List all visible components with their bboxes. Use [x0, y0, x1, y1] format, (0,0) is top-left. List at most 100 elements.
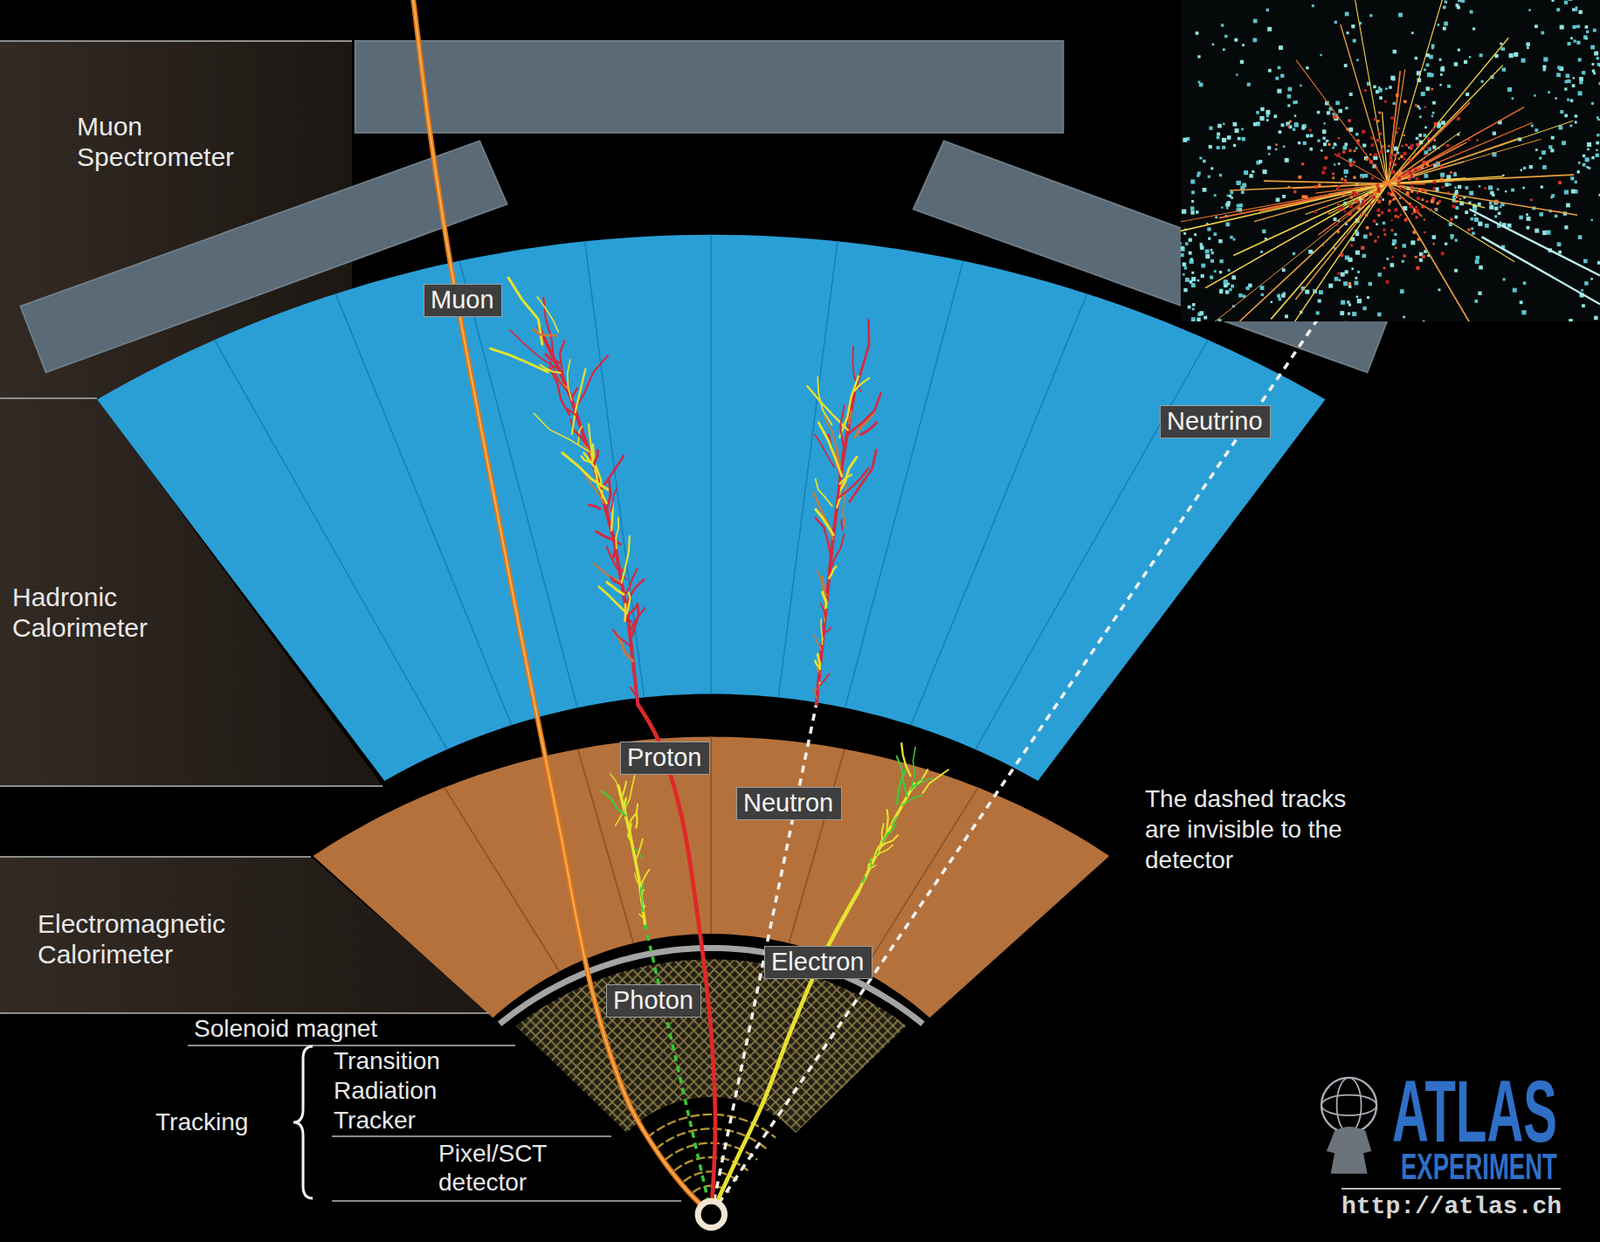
- shower-branch: [910, 746, 916, 789]
- hit-dot: [1457, 48, 1461, 52]
- hit-dot: [1559, 110, 1564, 114]
- hit-dot: [1255, 121, 1260, 125]
- hit-dot: [1454, 215, 1458, 220]
- particle-tag: Neutrino: [1159, 405, 1271, 439]
- inset-ground: [1180, 0, 1600, 322]
- energy-dot: [1393, 163, 1397, 166]
- hit-dot: [1234, 38, 1238, 42]
- hit-dot: [1287, 94, 1292, 99]
- pixel-layers: [647, 1114, 776, 1193]
- hit-dot: [1434, 207, 1439, 212]
- shower-branch: [862, 876, 865, 883]
- energy-dot: [1427, 137, 1430, 140]
- hit-dot: [1448, 183, 1452, 187]
- energy-dot: [1411, 212, 1414, 215]
- hit-dot: [1582, 163, 1587, 167]
- energy-dot: [1438, 200, 1442, 203]
- shower-branch: [593, 563, 622, 582]
- energy-dot: [1378, 138, 1381, 142]
- hit-dot: [1196, 317, 1200, 322]
- hit-dot: [1574, 8, 1578, 12]
- hit-dot: [1224, 34, 1228, 38]
- energy-dot: [1388, 154, 1393, 159]
- energy-dot: [1394, 214, 1398, 218]
- hit-dot: [1265, 110, 1270, 115]
- hit-dot: [1182, 273, 1186, 276]
- hit-dot: [1510, 188, 1515, 193]
- hit-dot: [1580, 289, 1584, 292]
- globe-meridian: [1337, 1077, 1362, 1133]
- muon-ray: [1481, 236, 1600, 304]
- energy-dot: [1377, 213, 1380, 217]
- energy-dot: [1403, 188, 1407, 192]
- hit-dot: [1477, 202, 1482, 207]
- energy-dot: [1433, 186, 1436, 190]
- energy-dot: [1403, 100, 1407, 104]
- hit-dot: [1276, 89, 1282, 94]
- hit-dot: [1440, 67, 1445, 72]
- hit-dot: [1564, 0, 1568, 5]
- hit-dot: [1556, 72, 1561, 77]
- hit-dot: [1596, 56, 1600, 60]
- track-ray: [1387, 183, 1480, 322]
- hit-dot: [1241, 183, 1247, 188]
- hit-dot: [1305, 66, 1309, 69]
- hit-dot: [1183, 232, 1187, 235]
- hit-dot: [1347, 312, 1351, 316]
- energy-dot: [1369, 203, 1373, 207]
- hit-dot: [1441, 120, 1446, 125]
- hit-dot: [1420, 91, 1426, 97]
- shower-branch: [533, 413, 589, 452]
- hit-dot: [1559, 25, 1565, 30]
- energy-dot: [1371, 137, 1373, 139]
- hit-dot: [1333, 142, 1337, 145]
- energy-dot: [1417, 237, 1421, 241]
- energy-dot: [1420, 187, 1425, 192]
- shower-branch: [613, 551, 615, 558]
- hit-dot: [1590, 45, 1595, 50]
- hit-dot: [1564, 225, 1568, 229]
- hit-dot: [1219, 290, 1223, 295]
- hit-dot: [1213, 232, 1217, 236]
- energy-dot: [1390, 116, 1394, 119]
- energy-dot: [1317, 183, 1321, 187]
- track-ray: [1354, 0, 1388, 184]
- energy-dot: [1397, 215, 1400, 219]
- label-text: Neutrino: [1166, 406, 1264, 436]
- hit-dot: [1443, 21, 1449, 27]
- hit-dot: [1292, 252, 1296, 256]
- hit-dot: [1591, 102, 1594, 105]
- shower-branch: [820, 603, 826, 618]
- energy-dot: [1321, 171, 1325, 175]
- hit-dot: [1543, 68, 1546, 71]
- hit-dot: [1526, 46, 1530, 49]
- hit-dot: [1323, 142, 1327, 146]
- energy-dot: [1402, 151, 1407, 156]
- energy-dot: [1388, 165, 1391, 168]
- hit-dot: [1318, 289, 1324, 295]
- hit-dot: [1202, 187, 1207, 193]
- hit-dot: [1525, 213, 1529, 216]
- hit-dot: [1220, 23, 1224, 27]
- energy-dot: [1347, 118, 1352, 123]
- hit-dot: [1538, 212, 1544, 217]
- energy-dot: [1416, 196, 1421, 200]
- logo-wordmark: ATLAS: [1392, 1067, 1558, 1155]
- energy-dot: [1379, 195, 1383, 199]
- hit-dot: [1585, 157, 1590, 162]
- hit-dot: [1464, 210, 1469, 214]
- hit-dot: [1372, 85, 1377, 90]
- hit-dot: [1362, 143, 1366, 147]
- hit-dot: [1489, 191, 1494, 195]
- hit-dot: [1564, 114, 1568, 118]
- hit-dot: [1270, 301, 1273, 304]
- hit-dot: [1393, 233, 1397, 236]
- hit-dot: [1570, 176, 1574, 180]
- layer-label-band: Hadronic Calorimeter: [8, 578, 153, 647]
- curly-brace: [293, 1046, 313, 1199]
- hit-dot: [1509, 53, 1514, 58]
- proton-track: [637, 703, 716, 1214]
- hit-dot: [1567, 0, 1573, 1]
- energy-dot: [1349, 204, 1353, 208]
- track-ray: [1296, 60, 1388, 185]
